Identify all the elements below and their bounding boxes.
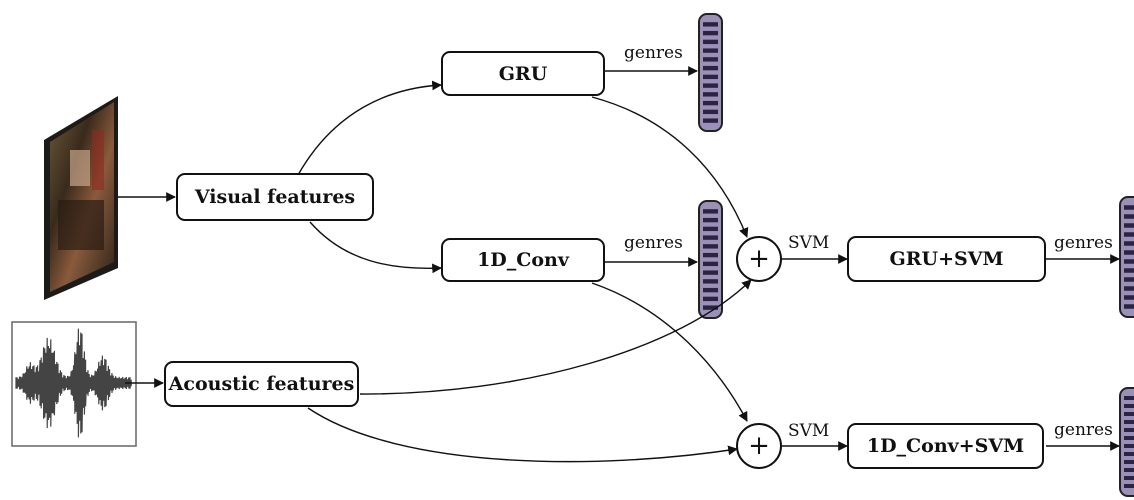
- genres-label-conv-svm: genres: [1054, 420, 1113, 440]
- edge-visual-to-conv: [309, 221, 442, 274]
- edge-acoustic-to-plus-bottom: [307, 407, 738, 463]
- edge-visual-to-gru: [297, 80, 442, 176]
- genres-label-gru: genres: [624, 43, 683, 63]
- genre-vector-icon: [698, 13, 723, 132]
- edge-gru-to-plus-top: [591, 96, 749, 238]
- conv-svm-box: 1D_Conv+SVM: [847, 423, 1044, 469]
- edge-acoustic-to-plus-top: [359, 279, 752, 395]
- audio-waveform-icon: [11, 321, 137, 447]
- genres-label-conv: genres: [624, 233, 683, 253]
- plus-combiner-top: +: [736, 236, 782, 282]
- genre-vector-icon: [1119, 196, 1134, 318]
- conv-box: 1D_Conv: [441, 238, 605, 282]
- visual-features-box: Visual features: [176, 173, 374, 221]
- genres-label-gru-svm: genres: [1054, 233, 1113, 253]
- genre-vector-icon: [1119, 387, 1134, 497]
- acoustic-features-box: Acoustic features: [164, 361, 359, 407]
- svm-label-top: SVM: [788, 233, 830, 253]
- svm-label-bottom: SVM: [788, 421, 830, 441]
- plus-combiner-bottom: +: [736, 423, 782, 469]
- genre-vector-icon: [698, 200, 723, 319]
- gru-svm-box: GRU+SVM: [847, 236, 1046, 282]
- gru-box: GRU: [441, 51, 605, 96]
- edge-conv-to-plus-bottom: [591, 282, 748, 422]
- video-frame-icon: [44, 96, 118, 300]
